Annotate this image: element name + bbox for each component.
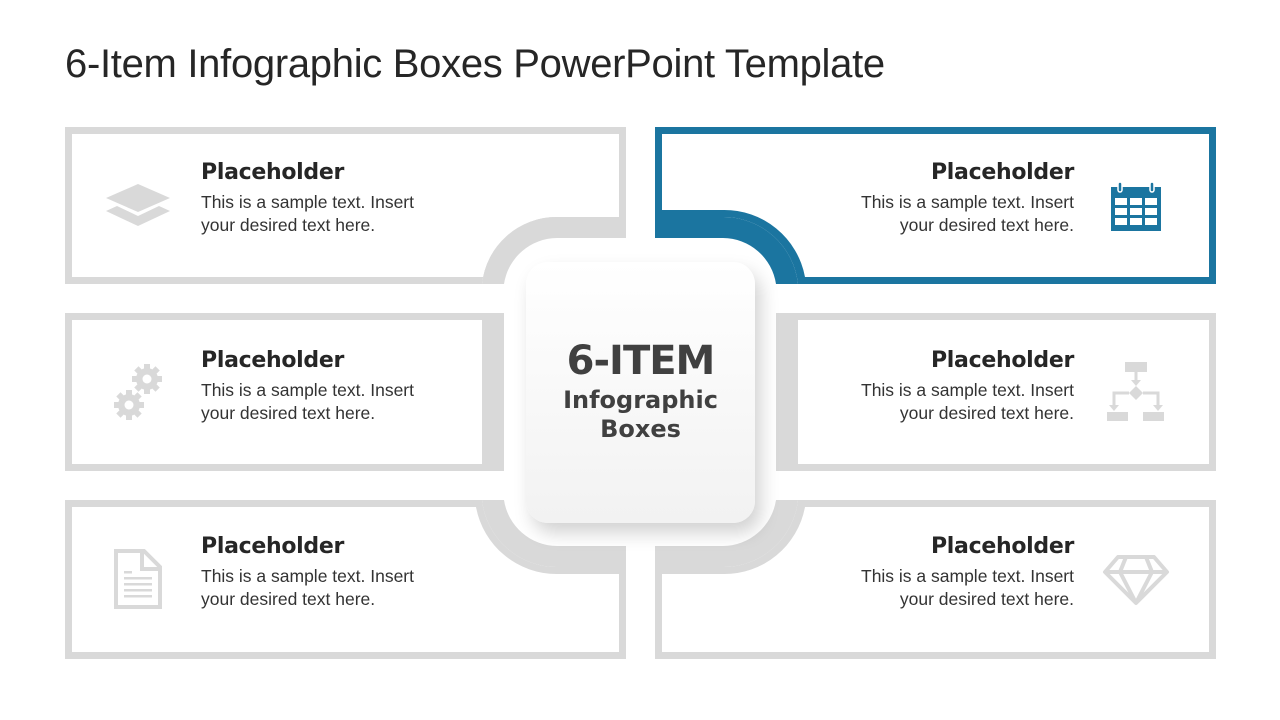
item-top-right[interactable]: Placeholder This is a sample text. Inser…	[774, 160, 1074, 237]
item-description: This is a sample text. Insert your desir…	[201, 191, 501, 237]
flowchart-icon	[1107, 362, 1164, 421]
item-description-line1: This is a sample text. Insert	[861, 192, 1074, 212]
center-subtitle-line1: Infographic	[563, 386, 718, 414]
layers-icon	[106, 184, 170, 226]
item-bottom-left[interactable]: Placeholder This is a sample text. Inser…	[201, 534, 501, 611]
item-description-line1: This is a sample text. Insert	[861, 380, 1074, 400]
item-description: This is a sample text. Insert your desir…	[201, 565, 501, 611]
item-description: This is a sample text. Insert your desir…	[774, 565, 1074, 611]
page-title: 6-Item Infographic Boxes PowerPoint Temp…	[65, 42, 885, 86]
diamond-icon	[1103, 555, 1169, 605]
frame-top-left	[65, 127, 626, 284]
item-description-line1: This is a sample text. Insert	[201, 192, 414, 212]
frame-top-right[interactable]	[655, 127, 1216, 284]
document-icon	[114, 549, 162, 609]
item-description-line2: your desired text here.	[201, 403, 376, 423]
center-subtitle-line2: Boxes	[600, 415, 681, 443]
item-description-line2: your desired text here.	[899, 215, 1074, 235]
item-description-line2: your desired text here.	[899, 403, 1074, 423]
item-heading: Placeholder	[930, 534, 1074, 559]
item-middle-left[interactable]: Placeholder This is a sample text. Inser…	[201, 348, 501, 425]
frame-bottom-left	[65, 500, 626, 659]
gears-icon	[114, 364, 162, 420]
item-description-line1: This is a sample text. Insert	[201, 566, 414, 586]
item-bottom-right[interactable]: Placeholder This is a sample text. Inser…	[774, 534, 1074, 611]
item-description-line2: your desired text here.	[201, 215, 376, 235]
item-heading: Placeholder	[930, 348, 1074, 373]
calendar-icon	[1111, 181, 1161, 231]
center-headline: 6-ITEM	[566, 338, 716, 384]
item-heading: Placeholder	[930, 160, 1074, 185]
item-heading: Placeholder	[201, 534, 345, 559]
item-description-line1: This is a sample text. Insert	[861, 566, 1074, 586]
item-description-line1: This is a sample text. Insert	[201, 380, 414, 400]
item-description: This is a sample text. Insert your desir…	[774, 191, 1074, 237]
item-top-left[interactable]: Placeholder This is a sample text. Inser…	[201, 160, 501, 237]
item-description: This is a sample text. Insert your desir…	[201, 379, 501, 425]
item-middle-right[interactable]: Placeholder This is a sample text. Inser…	[774, 348, 1074, 425]
frame-bottom-right	[655, 500, 1216, 659]
item-description: This is a sample text. Insert your desir…	[774, 379, 1074, 425]
item-heading: Placeholder	[201, 348, 345, 373]
item-heading: Placeholder	[201, 160, 345, 185]
center-card: 6-ITEM Infographic Boxes	[526, 262, 755, 523]
item-description-line2: your desired text here.	[201, 589, 376, 609]
item-description-line2: your desired text here.	[899, 589, 1074, 609]
center-subtitle: Infographic Boxes	[526, 386, 755, 444]
